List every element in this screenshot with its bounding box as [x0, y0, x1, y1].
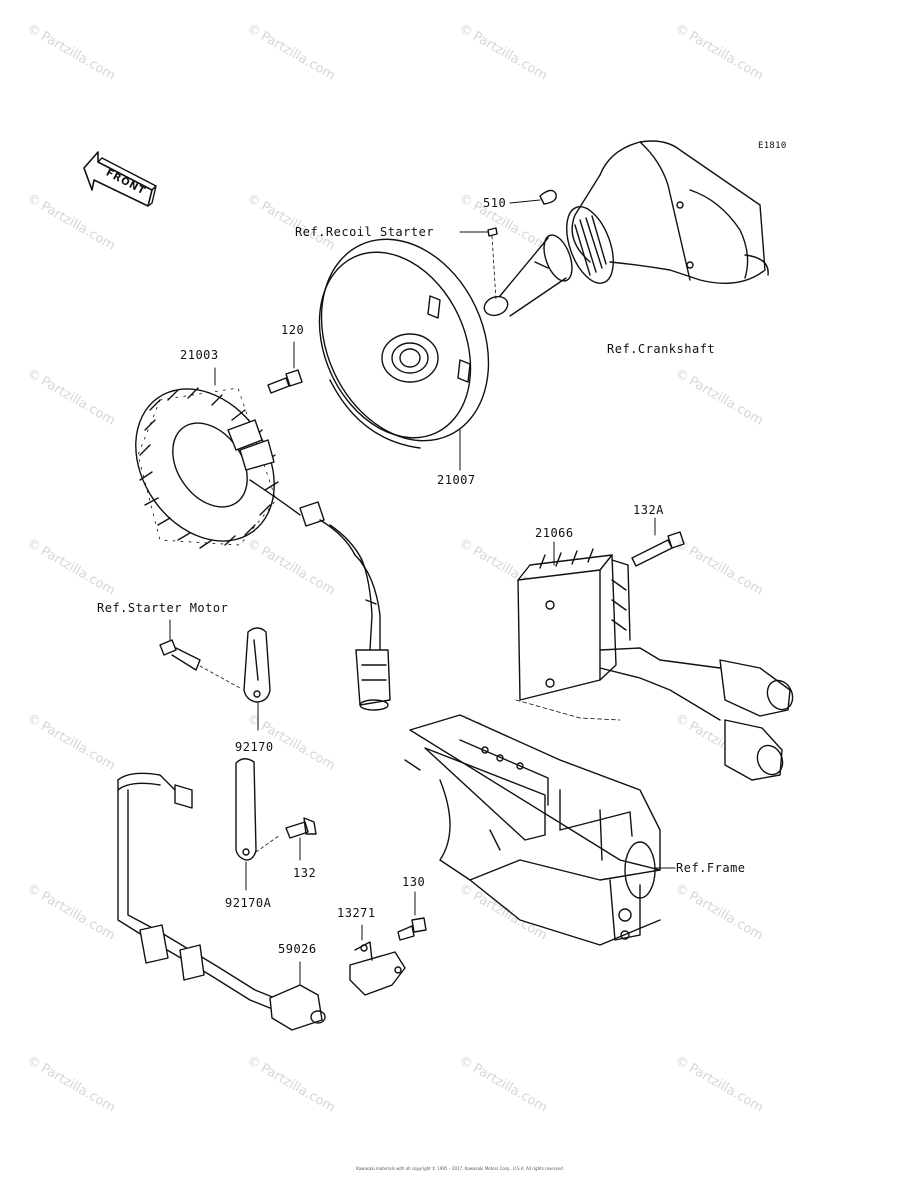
copyright-notice: Kawasaki materials with all copyright © … — [356, 1166, 564, 1171]
woodruff-key-shape — [539, 189, 557, 205]
ref-frame-label[interactable]: Ref.Frame — [676, 861, 746, 875]
part-label-13271[interactable]: 13271 — [337, 906, 376, 920]
frame-drawing — [404, 714, 676, 946]
bolt-130-drawing — [397, 925, 415, 941]
bolt-132-drawing — [285, 821, 309, 839]
part-label-92170a[interactable]: 92170A — [225, 896, 272, 910]
part-label-132[interactable]: 132 — [293, 866, 317, 880]
part-label-132a[interactable]: 132A — [633, 503, 664, 517]
bolt-120-drawing — [267, 341, 303, 394]
crankshaft-drawing — [483, 140, 769, 317]
part-label-21007[interactable]: 21007 — [437, 473, 476, 487]
part-label-510[interactable]: 510 — [483, 196, 507, 210]
stator-coil-drawing — [135, 367, 391, 711]
part-label-130[interactable]: 130 — [402, 875, 426, 889]
regulator-rectifier-drawing — [515, 541, 794, 781]
wire-harness-drawing — [117, 772, 326, 1031]
part-label-92170[interactable]: 92170 — [235, 740, 274, 754]
ground-strap-92170-drawing — [243, 627, 271, 731]
bracket-13271-drawing — [349, 924, 406, 996]
part-label-59026[interactable]: 59026 — [278, 942, 317, 956]
part-label-21003[interactable]: 21003 — [180, 348, 219, 362]
diagram-code: E1810 — [758, 141, 787, 151]
bolt-132a-drawing — [631, 539, 673, 567]
part-label-21066[interactable]: 21066 — [535, 526, 574, 540]
part-label-120[interactable]: 120 — [281, 323, 305, 337]
front-arrow-icon — [83, 151, 157, 207]
ref-crankshaft-label[interactable]: Ref.Crankshaft — [607, 342, 716, 356]
ref-recoil-starter-label[interactable]: Ref.Recoil Starter — [295, 225, 435, 239]
ground-strap-92170a-drawing — [235, 758, 281, 891]
flywheel-drawing — [318, 238, 490, 471]
starter-bolt-drawing — [159, 619, 241, 689]
ref-starter-motor-label[interactable]: Ref.Starter Motor — [97, 601, 229, 615]
